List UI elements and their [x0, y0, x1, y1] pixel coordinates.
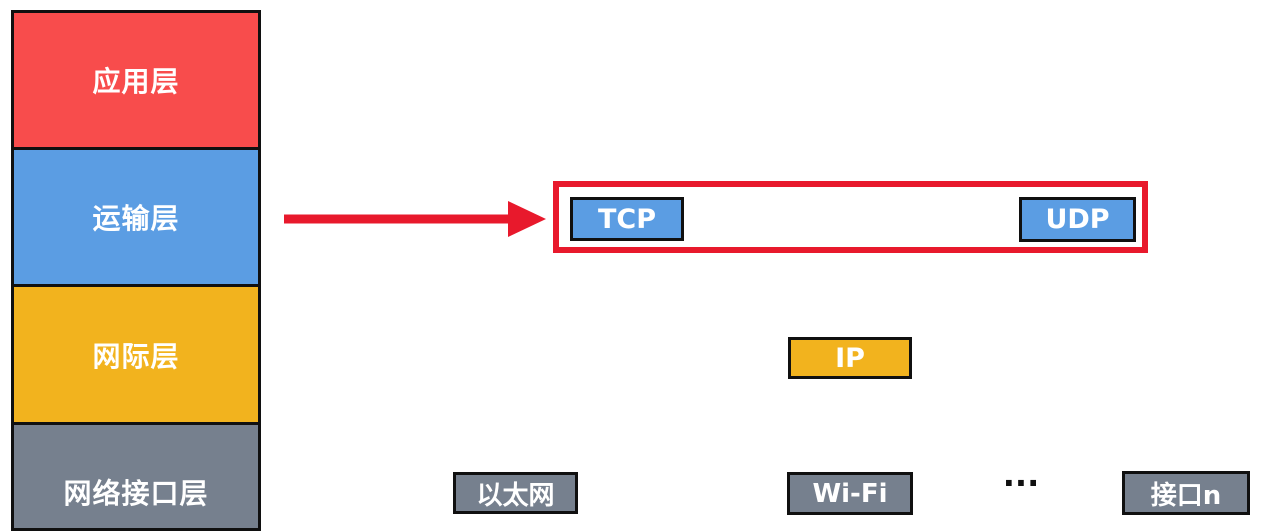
ethernet-label: 以太网 [476, 480, 555, 511]
layer-transport-label: 运输层 [92, 202, 180, 235]
layer-network-interface-label: 网络接口层 [63, 476, 209, 510]
layer-transport: 运输层 [11, 147, 261, 287]
tcp-label: TCP [597, 203, 657, 235]
ip-label: IP [835, 342, 865, 374]
layer-application: 应用层 [11, 10, 261, 150]
wifi-label: Wi-Fi [812, 478, 888, 509]
ethernet-box: 以太网 [453, 472, 578, 514]
layer-application-label: 应用层 [92, 65, 180, 98]
right-arrow-icon [284, 201, 546, 237]
layer-network-interface: 网络接口层 [11, 422, 261, 531]
wifi-box: Wi-Fi [787, 472, 913, 515]
udp-box: UDP [1019, 197, 1136, 242]
udp-label: UDP [1045, 204, 1110, 235]
interface-n-box: 接口n [1122, 471, 1250, 515]
interfaces-ellipsis: ... [1002, 456, 1040, 494]
tcp-box: TCP [570, 197, 684, 241]
interface-n-label: 接口n [1150, 480, 1222, 511]
layer-internet-label: 网际层 [92, 339, 180, 373]
ip-box: IP [788, 337, 912, 379]
layer-internet: 网际层 [11, 284, 261, 425]
